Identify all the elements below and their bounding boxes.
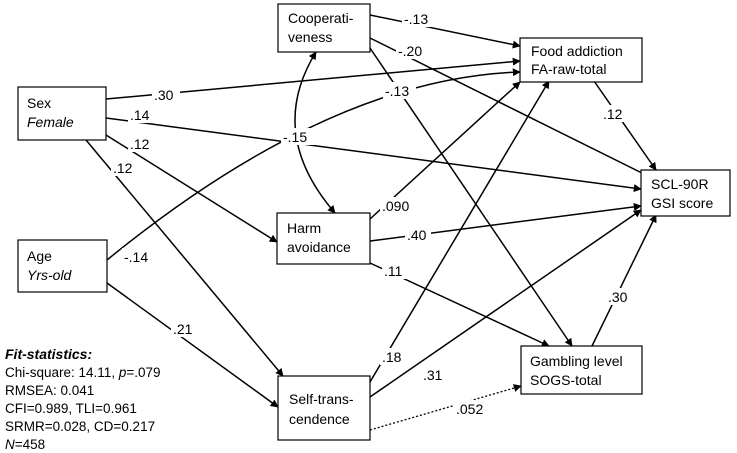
coef-harm-food: .090 — [382, 198, 409, 214]
node-food-addiction: Food addiction FA-raw-total — [519, 37, 643, 83]
edge-coop-scl — [369, 37, 657, 181]
edge-age-self — [106, 282, 279, 408]
fit-n: N=458 — [5, 437, 45, 452]
edge-harm-food — [369, 81, 521, 220]
node-harm-label: Harm — [287, 220, 321, 236]
coef-age-self: .21 — [173, 321, 193, 337]
coef-self-food: .18 — [382, 349, 402, 365]
coef-coop-food: -.13 — [404, 11, 428, 27]
edge-coop-food — [369, 14, 521, 49]
coef-sex-self: .12 — [113, 160, 133, 176]
edge-gamb-scl — [591, 214, 657, 347]
node-harm-avoidance: Harm avoidance — [276, 212, 371, 265]
node-gambling-level: Gambling level SOGS-total — [520, 345, 643, 395]
edge-self-food — [369, 80, 550, 383]
coef-harm-gamb: .11 — [384, 263, 403, 279]
coef-harm-scl: .40 — [407, 227, 427, 243]
fit-chi-square: Chi-square: 14.11, p=.079 — [5, 365, 161, 380]
coef-sex-scl: .14 — [130, 107, 150, 123]
node-sex-sublabel: Female — [27, 114, 74, 130]
coef-coop-scl: -.20 — [398, 43, 422, 59]
fit-cfi-tli: CFI=0.989, TLI=0.961 — [5, 401, 137, 416]
node-scl-90r: SCL-90R GSI score — [640, 169, 731, 217]
edge-food-scl — [593, 80, 657, 171]
node-age-label: Age — [27, 248, 52, 264]
node-cooperativeness: Cooperati- veness — [277, 3, 371, 53]
coef-self-gamb: .052 — [456, 401, 483, 417]
node-food-label: Food addiction — [531, 43, 623, 59]
edge-sex-self — [85, 139, 284, 377]
coef-sex-harm: .12 — [130, 136, 150, 152]
edge-age-food — [106, 68, 521, 261]
node-age: Age Yrs-old — [17, 239, 108, 293]
edge-sex-harm — [105, 134, 278, 243]
node-self-transcendence: Self-trans- cendence — [277, 375, 371, 441]
node-self-sublabel: cendence — [289, 411, 350, 427]
node-harm-sublabel: avoidance — [287, 239, 351, 255]
coef-coop-harm: -.15 — [283, 129, 307, 145]
coef-self-scl: .31 — [423, 367, 443, 383]
coef-food-scl: .12 — [603, 106, 623, 122]
coefficient-labels: -.13 -.20 -.13 -.15 .30 .14 .12 .12 -.14… — [111, 10, 632, 417]
node-coop-label: Cooperati- — [288, 10, 354, 26]
fit-title: Fit-statistics: — [5, 346, 92, 362]
fit-rmsea: RMSEA: 0.041 — [5, 383, 94, 398]
edge-self-gamb — [369, 384, 522, 431]
node-food-sublabel: FA-raw-total — [531, 61, 606, 77]
coef-age-food: -.14 — [124, 249, 148, 265]
node-sex-label: Sex — [27, 95, 51, 111]
node-sex: Sex Female — [17, 86, 107, 141]
fit-srmr-cd: SRMR=0.028, CD=0.217 — [5, 419, 155, 434]
node-age-sublabel: Yrs-old — [27, 267, 73, 283]
node-gamb-label: Gambling level — [530, 353, 623, 369]
node-coop-sublabel: veness — [288, 29, 332, 45]
node-gamb-sublabel: SOGS-total — [530, 372, 602, 388]
fit-statistics: Fit-statistics: Chi-square: 14.11, p=.07… — [5, 346, 161, 452]
coef-coop-gamb: -.13 — [385, 83, 409, 99]
node-self-label: Self-trans- — [289, 391, 354, 407]
node-scl-sublabel: GSI score — [651, 195, 713, 211]
coef-sex-food: .30 — [154, 87, 174, 103]
node-scl-label: SCL-90R — [651, 176, 709, 192]
coef-gamb-scl: .30 — [608, 289, 628, 305]
edge-self-scl — [369, 209, 642, 398]
edge-sex-scl — [105, 117, 642, 193]
